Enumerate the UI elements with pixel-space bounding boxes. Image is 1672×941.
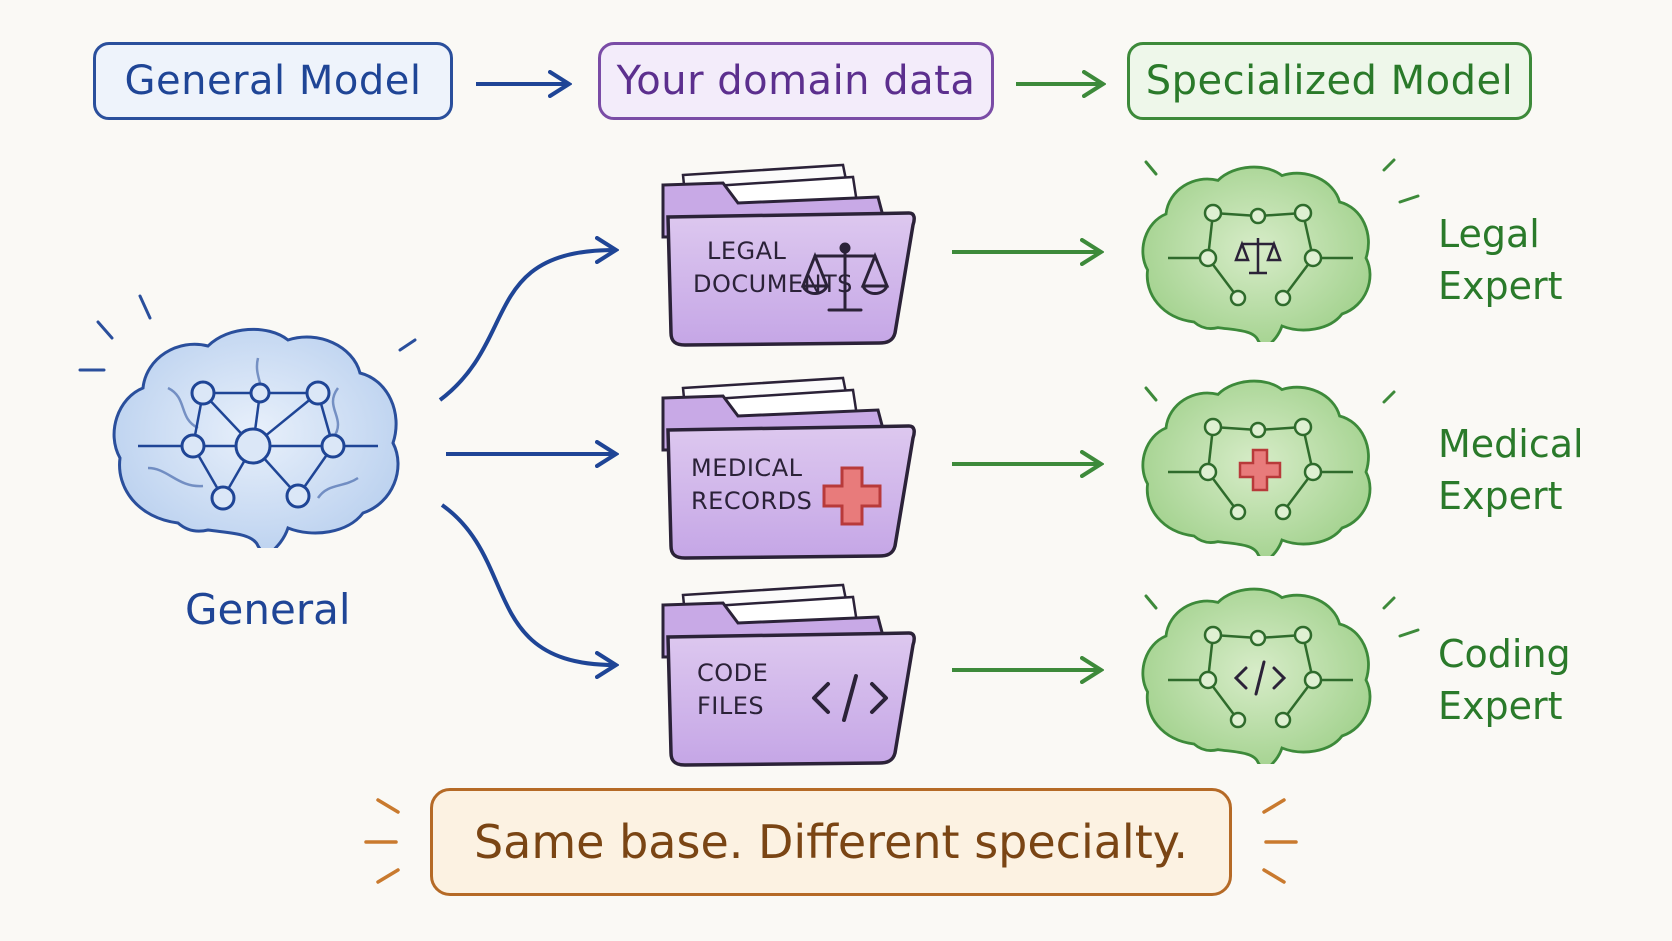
folder-code-line2: FILES	[697, 692, 765, 720]
folder-code-line1: CODE	[697, 659, 769, 687]
folder-legal-label: LEGAL DOCUMENTS	[693, 235, 853, 301]
coding-expert-brain-icon	[1141, 587, 1372, 764]
code-icon	[812, 674, 888, 722]
footer-sparks	[364, 798, 1298, 884]
medical-expert-brain-icon	[1141, 379, 1372, 556]
folder-code-icon	[661, 583, 916, 767]
coding-expert-line2: Expert	[1438, 684, 1563, 728]
legal-expert-label: Legal Expert	[1438, 208, 1563, 312]
specialized-model-label: Specialized Model	[1145, 58, 1514, 104]
folder-medical-line2: RECORDS	[691, 487, 813, 515]
general-label: General	[185, 585, 351, 634]
specialized-model-box: Specialized Model	[1127, 42, 1532, 120]
general-brain-icon	[112, 327, 400, 548]
expert-brain-sparks	[1144, 158, 1420, 638]
folder-medical-label: MEDICAL RECORDS	[691, 452, 812, 518]
medical-expert-line2: Expert	[1438, 474, 1563, 518]
footer-text: Same base. Different specialty.	[473, 815, 1189, 869]
general-model-box: General Model	[93, 42, 453, 120]
coding-expert-line1: Coding	[1438, 632, 1571, 676]
folder-code-label: CODE FILES	[697, 657, 768, 723]
domain-data-label: Your domain data	[616, 58, 976, 104]
branch-arrow-legal	[438, 250, 615, 402]
folder-legal-line1: LEGAL	[707, 237, 787, 265]
domain-data-box: Your domain data	[598, 42, 994, 120]
scales-icon	[800, 242, 890, 312]
general-brain-sparks	[78, 294, 417, 372]
legal-expert-line2: Expert	[1438, 264, 1563, 308]
coding-expert-label: Coding Expert	[1438, 628, 1571, 732]
folder-legal-line2: DOCUMENTS	[693, 270, 853, 298]
folder-medical-line1: MEDICAL	[691, 454, 803, 482]
footer-box: Same base. Different specialty.	[430, 788, 1232, 896]
legal-expert-line1: Legal	[1438, 212, 1540, 256]
general-model-label: General Model	[124, 58, 422, 104]
legal-expert-brain-icon	[1141, 165, 1372, 342]
branch-arrow-code	[440, 503, 615, 665]
medical-expert-line1: Medical	[1438, 422, 1584, 466]
medical-expert-label: Medical Expert	[1438, 418, 1584, 522]
medical-cross-icon	[822, 466, 882, 526]
